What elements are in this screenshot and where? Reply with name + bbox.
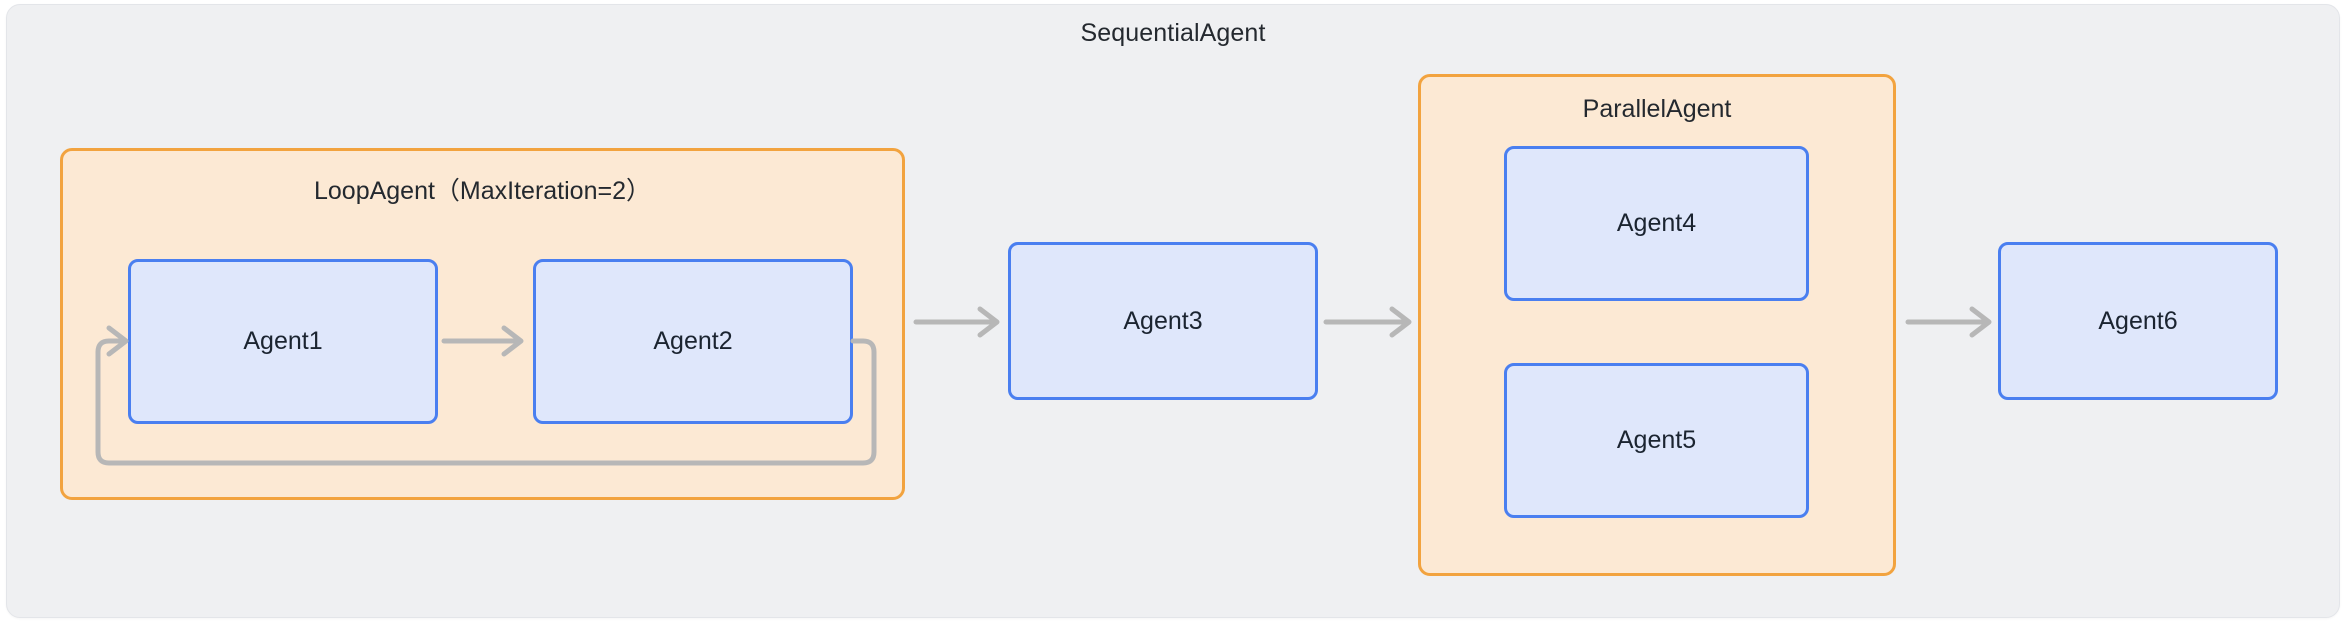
node-agent6[interactable]: Agent6 bbox=[1998, 242, 2278, 400]
loop-agent-title: LoopAgent（MaxIteration=2） bbox=[313, 177, 651, 205]
node-agent5[interactable]: Agent5 bbox=[1504, 363, 1809, 518]
node-agent3[interactable]: Agent3 bbox=[1008, 242, 1318, 400]
sequential-agent-title: SequentialAgent bbox=[1080, 19, 1266, 47]
node-agent1[interactable]: Agent1 bbox=[128, 259, 438, 424]
node-agent4[interactable]: Agent4 bbox=[1504, 146, 1809, 301]
parallel-agent-title: ParallelAgent bbox=[1582, 95, 1732, 123]
node-agent2[interactable]: Agent2 bbox=[533, 259, 853, 424]
